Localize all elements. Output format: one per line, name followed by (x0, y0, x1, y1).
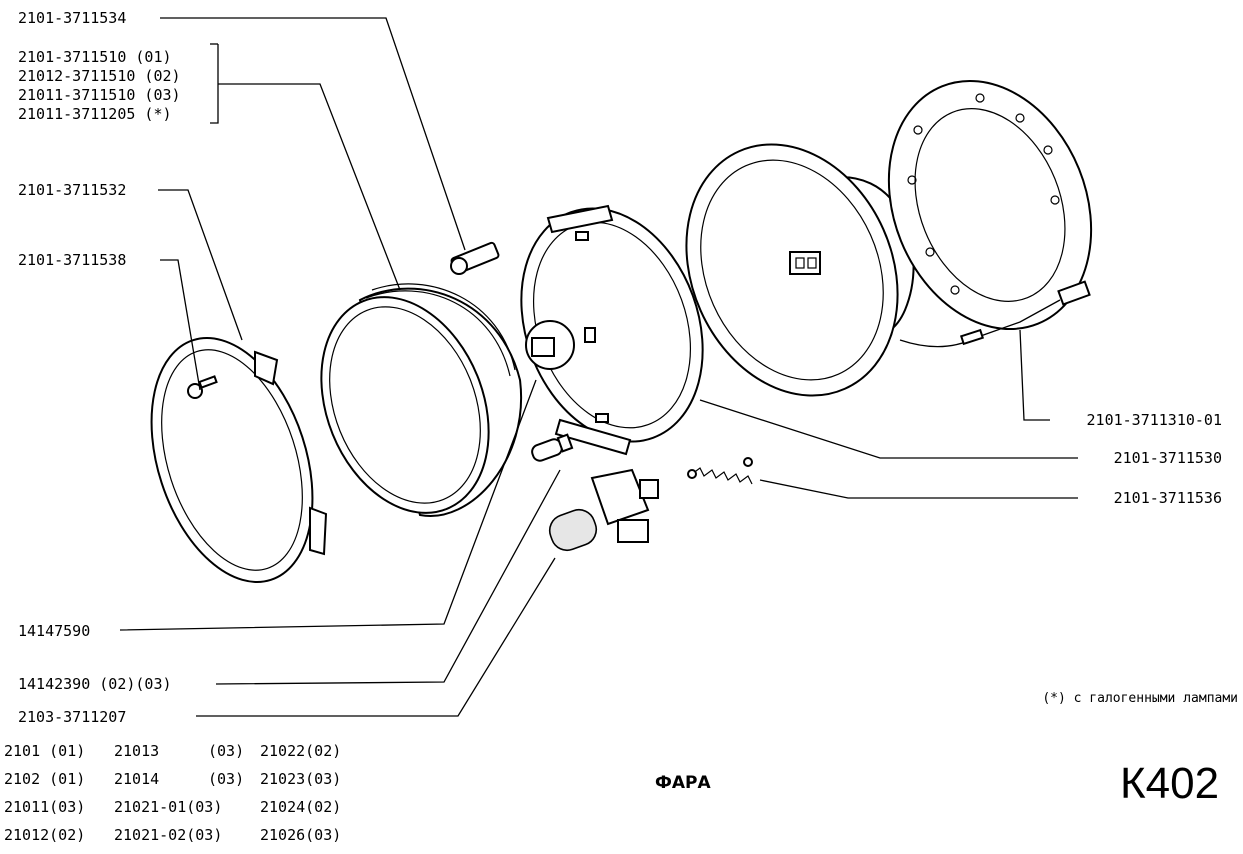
halogen-bulb (548, 468, 659, 552)
label-2101-3711310-01: 2101-3711310-01 (1087, 411, 1222, 429)
label-14142390: 14142390 (02)(03) (18, 675, 172, 693)
label-2101-3711532: 2101-3711532 (18, 181, 126, 199)
model-cell: 21024(02) (260, 798, 341, 816)
model-cell: 21023(03) (260, 770, 341, 788)
label-2101-3711536: 2101-3711536 (1114, 489, 1222, 507)
label-2101-3711538: 2101-3711538 (18, 251, 126, 269)
model-cell: (03) (208, 770, 244, 788)
bulb-socket (525, 320, 596, 370)
model-cell: 21021-01(03) (114, 798, 222, 816)
model-cell: 21012(02) (4, 826, 85, 844)
model-cell: 21021-02(03) (114, 826, 222, 844)
parking-bulb (531, 433, 574, 462)
leader-lines (119, 17, 1078, 717)
halogen-note: (*) с галогенными лампами (1042, 691, 1238, 706)
optical-element (320, 283, 523, 518)
label-group-3: 21011-3711510 (03) (18, 86, 181, 104)
model-table: 2101 (01) 21013 (03) 21022(02) 2102 (01)… (4, 742, 341, 844)
model-cell: (03) (208, 742, 244, 760)
spring (687, 457, 753, 485)
model-cell: 21013 (114, 742, 159, 760)
diagram-title: ФАРА (655, 773, 711, 793)
model-cell: 2102 (01) (4, 770, 85, 788)
rim-screw (187, 375, 218, 399)
model-cell: 21014 (114, 770, 159, 788)
headlight-rim (150, 337, 328, 583)
wiring-harness (899, 280, 1091, 348)
label-2101-3711530: 2101-3711530 (1114, 449, 1222, 467)
model-cell: 21022(02) (260, 742, 341, 760)
headlight-housing (685, 143, 915, 397)
back-flange (887, 79, 1093, 331)
label-2103-3711207: 2103-3711207 (18, 708, 126, 726)
model-cell: 21011(03) (4, 798, 85, 816)
model-cell: 21026(03) (260, 826, 341, 844)
model-cell: 2101 (01) (4, 742, 85, 760)
label-group-1: 2101-3711510 (01) (18, 48, 172, 66)
label-2101-3711534: 2101-3711534 (18, 9, 126, 27)
label-group-2: 21012-3711510 (02) (18, 67, 181, 85)
label-group-4: 21011-3711205 (*) (18, 105, 172, 123)
adjusting-screw (450, 241, 500, 275)
label-14147590: 14147590 (18, 622, 90, 640)
page-code: К402 (1120, 759, 1219, 808)
